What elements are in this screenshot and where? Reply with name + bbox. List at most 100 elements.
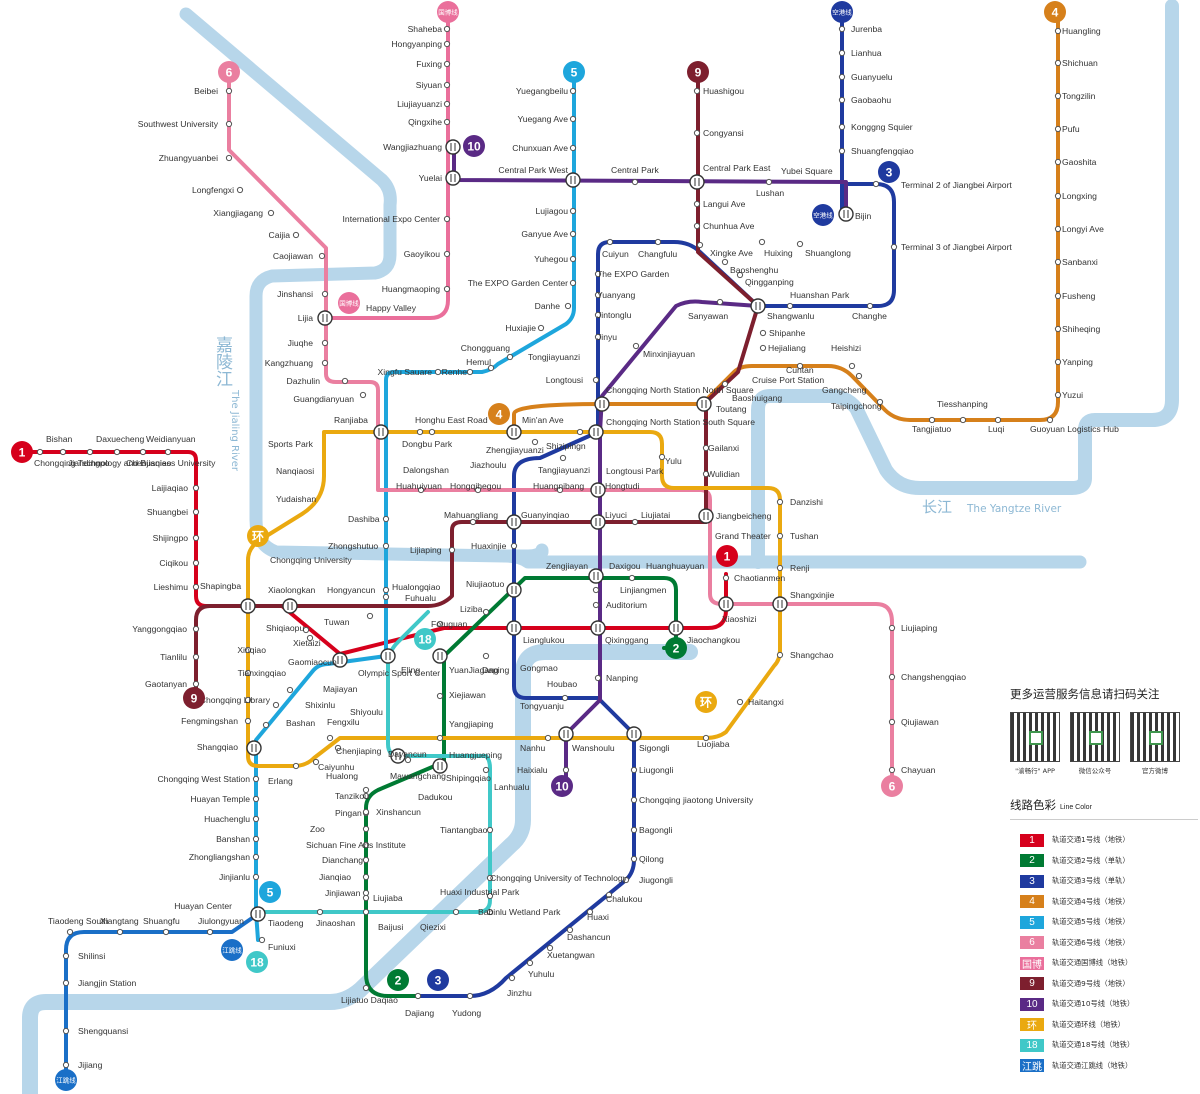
station-label[interactable]: Longxing — [1062, 191, 1097, 201]
station-label[interactable]: Sichuan Fine Arts Institute — [306, 840, 406, 850]
station-dot[interactable] — [594, 674, 602, 682]
station-label[interactable]: The EXPO Garden — [597, 269, 669, 279]
station-label[interactable]: Shipanhe — [769, 328, 806, 338]
station-label[interactable]: Laijiaqiao — [152, 483, 189, 493]
station-label[interactable]: Liujiaba — [373, 893, 403, 903]
station-label[interactable]: Bashan — [286, 718, 315, 728]
station-label[interactable]: Zhongliangshan — [189, 852, 250, 862]
station-dot[interactable] — [139, 448, 147, 456]
station-label[interactable]: Huachenglu — [204, 814, 250, 824]
station-label[interactable]: Jinyu — [597, 332, 617, 342]
transfer-station-marker[interactable] — [332, 652, 348, 668]
station-dot[interactable] — [482, 766, 490, 774]
station-label[interactable]: Huayan Center — [174, 901, 232, 911]
station-dot[interactable] — [443, 40, 451, 48]
transfer-station-marker[interactable] — [506, 514, 522, 530]
station-label[interactable]: Shizipingn — [546, 441, 586, 451]
station-dot[interactable] — [531, 438, 539, 446]
station-label[interactable]: Taipingchong — [831, 401, 882, 411]
transfer-station-marker[interactable] — [838, 206, 854, 222]
station-dot[interactable] — [569, 255, 577, 263]
transfer-station-marker[interactable] — [588, 424, 604, 440]
station-dot[interactable] — [716, 298, 724, 306]
station-label[interactable]: Sports Park — [268, 439, 314, 449]
station-label[interactable]: Liujiayuanzi — [397, 99, 442, 109]
station-label[interactable]: Shiyoulu — [350, 707, 383, 717]
station-label[interactable]: Shiqiaopu — [266, 623, 304, 633]
station-label[interactable]: Konggng Squier — [851, 122, 913, 132]
station-label[interactable]: Linjiangmen — [620, 585, 667, 595]
transfer-station-marker[interactable] — [390, 748, 406, 764]
station-label[interactable]: International Expo Center — [343, 214, 441, 224]
station-label[interactable]: Mawangchang — [390, 771, 446, 781]
station-label[interactable]: Chunxuan Ave — [512, 143, 568, 153]
station-label[interactable]: Fotuguan — [431, 619, 468, 629]
station-label[interactable]: Chongqing North Station North Square — [606, 385, 754, 395]
station-label[interactable]: Gaoshita — [1062, 157, 1097, 167]
station-label[interactable]: Jijiang — [78, 1060, 103, 1070]
station-dot[interactable] — [569, 230, 577, 238]
station-label[interactable]: Danhe — [535, 301, 561, 311]
station-label[interactable]: Guangdianyuan — [293, 394, 354, 404]
station-label[interactable]: Yuegang Ave — [517, 114, 568, 124]
station-label[interactable]: Dongbu Park — [402, 439, 453, 449]
qr-weibo[interactable]: 官方微博 — [1130, 712, 1180, 775]
station-label[interactable]: Hualongqiao — [392, 582, 440, 592]
station-label[interactable]: Caijia — [269, 230, 291, 240]
station-dot[interactable] — [192, 534, 200, 542]
station-label[interactable]: Pingan — [335, 808, 362, 818]
station-label[interactable]: Bijin — [855, 211, 871, 221]
station-dot[interactable] — [192, 625, 200, 633]
station-dot[interactable] — [443, 215, 451, 223]
station-label[interactable]: Shipingqiao — [446, 773, 491, 783]
transfer-station-marker[interactable] — [565, 172, 581, 188]
transfer-station-marker[interactable] — [380, 648, 396, 664]
station-dot[interactable] — [312, 758, 320, 766]
station-dot[interactable] — [876, 398, 884, 406]
station-label[interactable]: Jurenba — [851, 24, 882, 34]
station-dot[interactable] — [434, 368, 442, 376]
station-label[interactable]: Yudong — [452, 1008, 481, 1018]
station-dot[interactable] — [776, 651, 784, 659]
station-dot[interactable] — [359, 391, 367, 399]
station-label[interactable]: Guanyuelu — [851, 72, 893, 82]
station-dot[interactable] — [872, 180, 880, 188]
station-label[interactable]: Sanyawan — [688, 311, 728, 321]
station-dot[interactable] — [736, 271, 744, 279]
station-label[interactable]: Jinshansi — [277, 289, 313, 299]
station-dot[interactable] — [569, 279, 577, 287]
transfer-station-marker[interactable] — [590, 482, 606, 498]
station-dot[interactable] — [436, 620, 444, 628]
station-dot[interactable] — [855, 372, 863, 380]
station-label[interactable]: Gaobaohu — [851, 95, 891, 105]
station-dot[interactable] — [448, 546, 456, 554]
station-label[interactable]: Wangjiazhuang — [383, 142, 442, 152]
station-label[interactable]: Dayancun — [388, 749, 427, 759]
station-dot[interactable] — [866, 302, 874, 310]
station-dot[interactable] — [702, 734, 710, 742]
station-label[interactable]: Huixing — [764, 248, 793, 258]
station-label[interactable]: Banshan — [216, 834, 250, 844]
station-dot[interactable] — [506, 353, 514, 361]
station-dot[interactable] — [1046, 416, 1054, 424]
station-label[interactable]: Zhongshutuo — [328, 541, 378, 551]
station-dot[interactable] — [693, 87, 701, 95]
station-dot[interactable] — [306, 634, 314, 642]
station-label[interactable]: Shichuan — [1062, 58, 1098, 68]
station-label[interactable]: Zhengjiayuanzi — [486, 445, 544, 455]
station-label[interactable]: Min'an Ave — [522, 415, 564, 425]
station-dot[interactable] — [564, 302, 572, 310]
station-label[interactable]: Lieshimu — [154, 582, 189, 592]
station-label[interactable]: Hongyanping — [391, 39, 442, 49]
station-dot[interactable] — [776, 532, 784, 540]
station-label[interactable]: Xingke Ave — [710, 248, 753, 258]
station-dot[interactable] — [848, 362, 856, 370]
station-label[interactable]: Tuwan — [324, 617, 350, 627]
station-dot[interactable] — [116, 928, 124, 936]
station-dot[interactable] — [252, 795, 260, 803]
transfer-station-marker[interactable] — [506, 620, 522, 636]
station-label[interactable]: Yuhegou — [534, 254, 568, 264]
station-label[interactable]: Huaxi — [587, 912, 609, 922]
station-dot[interactable] — [292, 762, 300, 770]
station-label[interactable]: Lushan — [756, 188, 784, 198]
